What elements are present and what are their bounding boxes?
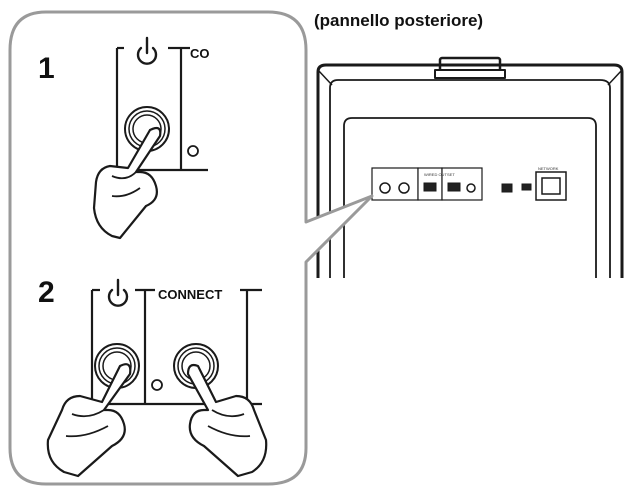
panel-connect-button: [398, 182, 410, 194]
connector-block-left: [371, 167, 419, 201]
hand-icon: [186, 363, 268, 478]
step-1-hand-knuckle: [111, 171, 141, 198]
step-2-right-hand-knuckle: [207, 409, 251, 438]
panel-label-network: NETWORK: [538, 166, 559, 171]
device-body-outline: [316, 63, 624, 278]
step-2-left-hand-knuckle: [65, 409, 109, 438]
step-2-number: 2: [38, 276, 55, 309]
step-2-connect-label: CONNECT: [158, 287, 222, 302]
device-rear-view: [316, 56, 624, 278]
device-bevel-left: [317, 69, 333, 86]
step-2: 2 CONNECT: [38, 276, 268, 478]
power-icon: [107, 278, 129, 307]
step-1-connect-label: CO: [190, 46, 210, 61]
rear-panel-recess: [343, 117, 597, 278]
panel-switch-2: [447, 182, 461, 192]
device-top-bar: [434, 69, 506, 79]
step-2-connect-button-icon: [151, 379, 163, 391]
panel-power-button: [379, 182, 391, 194]
ethernet-port-icon: [541, 177, 561, 195]
device-body-inner: [329, 79, 611, 278]
usb-port: [501, 183, 513, 193]
panel-label-set: SET: [447, 172, 455, 177]
panel-label-wired-out: WIRED OUT: [424, 172, 447, 177]
step-1-number: 1: [38, 52, 55, 85]
rear-connector-strip: [371, 167, 567, 201]
step-1: 1 CO: [38, 36, 210, 240]
panel-switch-1: [423, 182, 437, 192]
hand-icon: [92, 126, 162, 240]
device-bevel-right: [607, 69, 623, 86]
power-icon: [136, 36, 158, 65]
hand-icon: [46, 363, 132, 478]
rear-panel-caption: (pannello posteriore): [314, 11, 483, 30]
service-port: [521, 183, 532, 191]
step-1-connect-button-icon: [187, 145, 199, 157]
panel-knob: [466, 183, 476, 193]
